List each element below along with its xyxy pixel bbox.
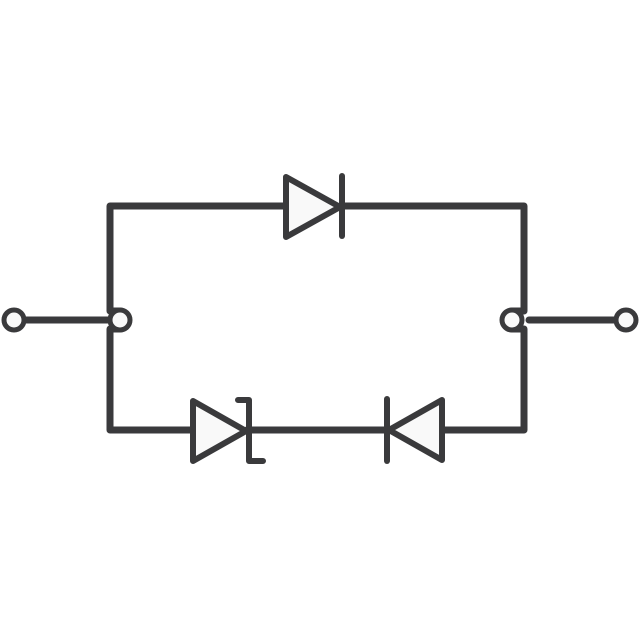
zener-diode-cathode-bar [235, 397, 266, 464]
wire-bottom-left [106, 325, 197, 434]
diode-bottom-right-triangle [386, 397, 445, 463]
zener-diode-triangle [190, 398, 249, 464]
terminal-left-outer[interactable] [1, 307, 27, 333]
terminal-right-outer[interactable] [613, 307, 639, 333]
diode-bottom-right [384, 396, 445, 464]
terminals [1, 307, 639, 333]
diode-top [283, 173, 345, 240]
wire-top-right [338, 202, 528, 315]
terminal-left-junction[interactable] [107, 307, 133, 333]
zener-diode-bottom-left [190, 397, 266, 464]
wire-top-left [106, 202, 290, 315]
terminal-right-junction[interactable] [499, 307, 525, 333]
diode-top-triangle [283, 174, 343, 240]
wire-bottom-right [438, 325, 528, 434]
